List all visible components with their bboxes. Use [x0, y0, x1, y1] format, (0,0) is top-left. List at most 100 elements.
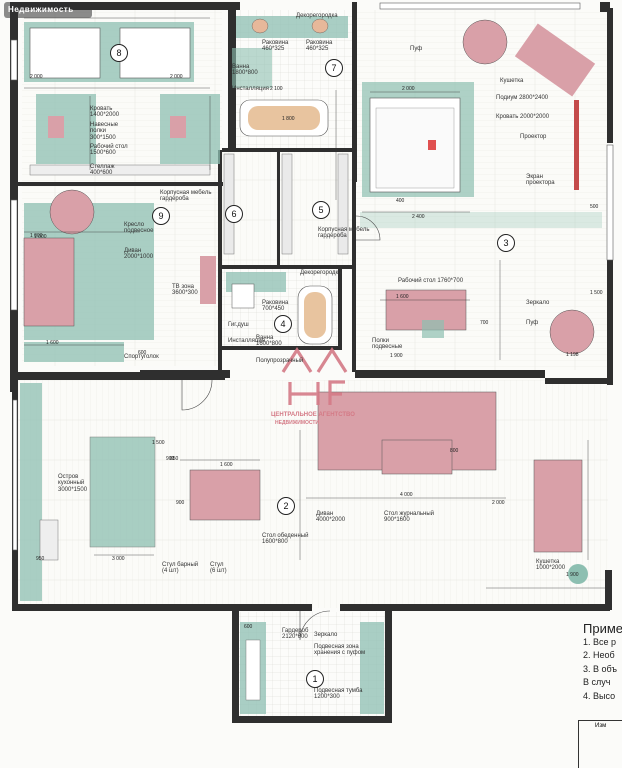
room-number-4: 4 — [274, 315, 292, 333]
watermark-brand: Недвижимость — [8, 5, 74, 14]
dim-label: 700 — [480, 320, 489, 326]
title-block-table: Изм — [578, 720, 622, 768]
notes-item: 4. Высо — [583, 690, 616, 701]
label-wardrobe-9: Корпусная мебель гардероба — [160, 190, 212, 203]
room-number-2: 2 — [277, 497, 295, 515]
watermark-logo — [281, 347, 348, 405]
dim-label: 1 600 — [46, 340, 59, 346]
label-wardrobe-5: Корпусная мебель гардероба — [318, 227, 370, 240]
dim-label: 1 600 — [220, 462, 233, 468]
label-pouf-3: Пуф — [526, 320, 539, 326]
walls — [10, 2, 613, 723]
label-coffee-table: Стол журнальный 900*1600 — [384, 511, 434, 524]
room-number-3: 3 — [497, 234, 515, 252]
label-bath-7: Ванна 1800*800 — [232, 64, 258, 77]
notes-block: Приме 1. Все р 2. Необ 3. В объ В случ 4… — [583, 622, 622, 703]
label-chairs: Стул (6 шт) — [210, 562, 227, 575]
room-1-furniture — [240, 622, 384, 714]
label-screen: Экран проектора — [526, 174, 555, 187]
label-sink-7b: Раковина 460*325 — [306, 40, 333, 53]
room-3-furniture — [360, 19, 602, 355]
room-number-1: 1 — [306, 670, 324, 688]
dim-label: 2 000 — [492, 500, 505, 506]
dim-label: 400 — [396, 198, 405, 204]
dim-label: 3 000 — [112, 556, 125, 562]
watermark-agency: ЦЕНТРАЛЬНОЕ АГЕНТСТВО — [271, 412, 355, 418]
dimension-lines — [24, 17, 606, 589]
windows — [10, 2, 614, 551]
label-install-7: Инсталляция — [232, 86, 269, 92]
label-podium: Подиум 2800*2400 — [496, 95, 549, 101]
label-couch-3: Кушетка — [500, 78, 524, 84]
label-shelves: Навесные полки 300*1500 — [90, 122, 119, 141]
label-armchair: Кресло подвесное — [124, 222, 154, 235]
dim-label: 850 — [170, 456, 179, 462]
room-number-5: 5 — [312, 201, 330, 219]
label-deco-7: Декорегородка — [296, 13, 338, 19]
label-bath-4: Ванна 1600*800 — [256, 335, 282, 348]
label-mirror-3: Зеркало — [526, 300, 550, 306]
notes-item: 1. Все р — [583, 636, 617, 647]
notes-item: 2. Необ — [583, 650, 615, 660]
label-desk-small: Рабочий стол 1500*600 — [90, 144, 128, 157]
dim-label: 900 — [166, 456, 175, 462]
dim-label: 2 000 — [402, 86, 415, 92]
label-hanger-1: Подвесная тумба 1200*300 — [314, 688, 363, 701]
label-shelves-3: Полки подвесные — [372, 338, 403, 351]
label-hygiene-4: Гиг.душ — [228, 322, 249, 328]
dim-label: 2 100 — [270, 86, 283, 92]
dim-label: 1 800 — [282, 116, 295, 122]
label-rack: Стеллаж 400*600 — [90, 164, 115, 177]
label-sofa-2: Диван 4000*2000 — [316, 511, 346, 524]
dim-label: 4 000 — [400, 492, 413, 498]
dim-label: 1 900 — [390, 353, 403, 359]
label-sink-7: Раковина 460*325 — [262, 40, 289, 53]
dim-label: 800 — [450, 448, 459, 454]
dim-label: 1 500 — [590, 290, 603, 296]
label-mirror-1: Зеркало — [314, 632, 338, 638]
room-4-furniture — [226, 272, 333, 345]
label-partition: Полупрозрачный — [256, 358, 304, 364]
label-bar-chairs: Стул барный (4 шт) — [162, 562, 199, 575]
dim-label: 1 600 — [396, 294, 409, 300]
label-pouf: Пуф — [410, 46, 423, 52]
label-projector: Проектор — [520, 134, 547, 140]
label-bed-small: Кровать 1400*2000 — [90, 106, 120, 119]
dim-label: 900 — [176, 500, 185, 506]
dim-label: 1 500 — [152, 440, 165, 446]
label-storage-1: Подвесная зона хранения с пуфом — [314, 644, 366, 657]
dim-label: 2 000 — [170, 74, 183, 80]
label-install-4: Инсталляция — [228, 338, 265, 344]
label-bed-3: Кровать 2000*2000 — [496, 114, 550, 120]
room-number-7: 7 — [325, 59, 343, 77]
room-number-8: 8 — [110, 44, 128, 62]
room-number-6: 6 — [225, 205, 243, 223]
notes-title: Приме — [583, 621, 622, 636]
dim-label: 1 000 — [30, 233, 43, 239]
wardrobes — [223, 153, 349, 255]
label-island: Остров кухонный 3000*1500 — [58, 474, 88, 493]
dim-label: 600 — [138, 350, 147, 356]
dim-label: 1 900 — [566, 572, 579, 578]
room-number-9: 9 — [152, 207, 170, 225]
label-dining-table: Стол обеденный 1600*800 — [262, 533, 309, 546]
door-swings — [181, 215, 381, 641]
label-tv-9: ТВ зона 3600*300 — [172, 284, 198, 297]
room-9-furniture — [23, 189, 216, 362]
label-deco-4: Декорегородка — [300, 270, 342, 276]
label-couch-2: Кушетка 1000*2000 — [536, 559, 566, 572]
label-desk-3: Рабочий стол 1760*700 — [398, 278, 464, 284]
dim-label: 600 — [244, 624, 253, 630]
dim-label: 2 000 — [30, 74, 43, 80]
notes-item: 3. В объ — [583, 663, 617, 674]
dim-label: 1 000 — [34, 234, 47, 240]
dim-label: 1 198 — [566, 352, 579, 358]
label-wardrobe-1: Гардероб 2120*600 — [282, 628, 309, 641]
label-sport-corner: Спортуголок — [124, 354, 159, 360]
notes-item: В случ — [583, 677, 611, 687]
room-7-furniture — [232, 16, 348, 137]
dim-label: 950 — [36, 556, 45, 562]
watermark-agency-sub: НЕДВИЖИМОСТИ — [275, 420, 320, 426]
